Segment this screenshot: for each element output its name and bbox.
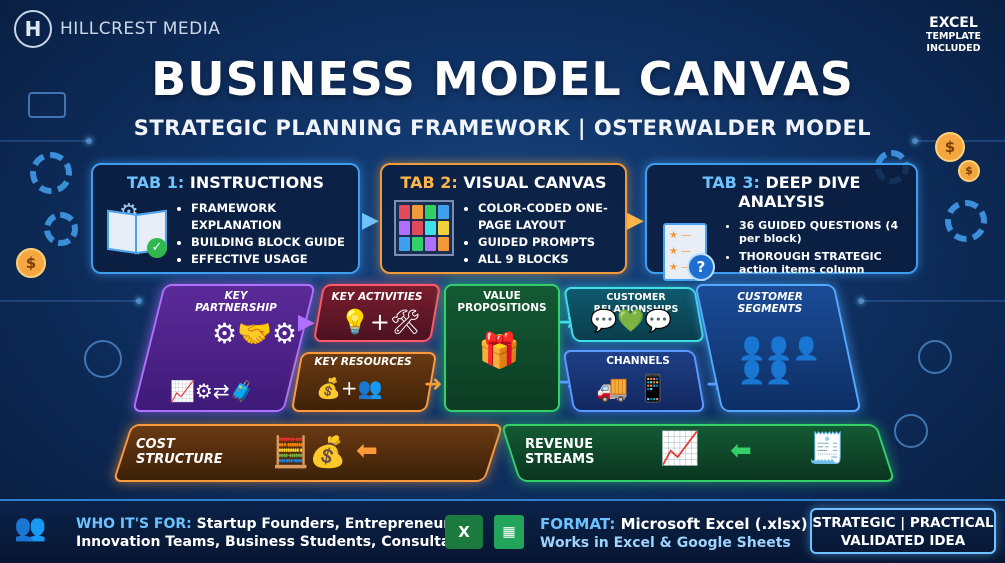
tab-title: VISUAL CANVAS [463, 173, 607, 192]
dollar-bill-icon [28, 92, 66, 118]
dollar-coin-icon: $ [935, 132, 965, 162]
arrow-right-icon: ▶ [362, 208, 379, 233]
tab-heading: TAB 1: INSTRUCTIONS [105, 173, 346, 192]
tab-prefix: TAB 3: [702, 173, 760, 192]
list-item: BUILDING BLOCK GUIDE [191, 234, 346, 251]
format-sub: Works in Excel & Google Sheets [540, 535, 791, 551]
people-group-icon: 👥 [14, 513, 47, 543]
tab-deep-dive-analysis: TAB 3: DEEP DIVE ANALYSIS ★ —★ —★ — ? 36… [645, 163, 918, 281]
tab-prefix: TAB 1: [126, 173, 185, 192]
circuit-line [0, 140, 90, 142]
excel-logo-icon: X [445, 515, 483, 549]
audience-text: WHO IT'S FOR: Startup Founders, Entrepre… [76, 515, 475, 551]
dollar-circle-icon [918, 340, 952, 374]
tab-title: DEEP DIVE ANALYSIS [738, 173, 861, 211]
stamp-line2: VALIDATED IDEA [840, 533, 966, 549]
excel-tag-line2: TEMPLATE [925, 31, 981, 42]
audience-label: WHO IT'S FOR: [76, 516, 192, 532]
tab-instructions: TAB 1: INSTRUCTIONS ⚙✓ FRAMEWORK EXPLANA… [91, 163, 360, 274]
tab-visual-canvas: TAB 2: VISUAL CANVAS COLOR-CODED ONE-PAG… [380, 163, 627, 274]
brand-name: HILLCREST MEDIA [60, 19, 221, 39]
block-label: COST STRUCTURE [136, 437, 223, 467]
excel-tag-line3: INCLUDED [926, 42, 981, 54]
tab-heading: TAB 2: VISUAL CANVAS [394, 173, 613, 192]
list-item: FRAMEWORK EXPLANATION [191, 200, 346, 234]
stamp-line1: STRATEGIC | PRACTICAL [812, 515, 994, 531]
calculator-moneybag-icon: 🧮💰 [272, 435, 347, 470]
tab-heading: TAB 3: DEEP DIVE ANALYSIS [659, 173, 904, 211]
list-item: ALL 9 BLOCKS [478, 251, 613, 268]
star-badge-icon [894, 414, 928, 448]
block-value-propositions [444, 284, 560, 412]
truck-phone-icon: 🚚 📱 [596, 374, 670, 404]
gear-icon [945, 200, 987, 242]
block-label: VALUE PROPOSITIONS [457, 290, 547, 314]
clipboard-question-icon: ★ —★ —★ — ? [659, 219, 715, 281]
google-sheets-icon: ▦ [494, 515, 524, 549]
color-grid-icon [394, 200, 454, 256]
lightbulb-tools-icon: 💡+🛠 [340, 308, 421, 336]
circuit-line [860, 300, 1005, 302]
arrow-right-icon: ▶ [627, 208, 644, 233]
arrow-right-icon: ▶ [298, 310, 315, 335]
dollar-coin-icon: $ [16, 248, 46, 278]
circuit-node [858, 298, 864, 304]
cash-register-icon: 🧾 [808, 431, 846, 466]
audience-line1: Startup Founders, Entrepreneurs, [196, 516, 464, 532]
growth-chart-icon: 📈 [660, 429, 700, 467]
circuit-node [912, 138, 918, 144]
book-gear-icon: ⚙✓ [105, 200, 167, 258]
tab-items: COLOR-CODED ONE-PAGE LAYOUT GUIDED PROMP… [464, 200, 613, 268]
user-avatar-icon [84, 340, 122, 378]
circuit-node [136, 298, 142, 304]
page-title: BUSINESS MODEL CANVAS [151, 52, 854, 106]
excel-template-tag: EXCEL TEMPLATE INCLUDED [926, 16, 981, 53]
arrow-right-icon: ➜ [424, 372, 443, 397]
list-item: GUIDED PROMPTS [478, 234, 613, 251]
user-network-icon: 👤👤👤👤👤 [738, 337, 821, 386]
block-label: CHANNELS [606, 355, 670, 367]
dollar-coin-icon: $ [958, 160, 980, 182]
brand-logo-icon: H [14, 10, 52, 48]
circuit-node [86, 138, 92, 144]
tab-items: FRAMEWORK EXPLANATION BUILDING BLOCK GUI… [177, 200, 346, 268]
excel-tag-line1: EXCEL [929, 15, 978, 31]
block-label: CUSTOMER RELATIONSHIPS [593, 292, 679, 315]
arrow-left-icon: ⬅ [730, 436, 752, 466]
gift-star-icon: 🎁 [478, 331, 521, 371]
block-label: REVENUE STREAMS [525, 437, 595, 467]
block-label: CUSTOMER SEGMENTS [737, 291, 803, 315]
gear-icon [44, 212, 78, 246]
chart-gear-swap-icon: 📈⚙⇄🧳 [170, 379, 255, 403]
list-item: COLOR-CODED ONE-PAGE LAYOUT [478, 200, 613, 234]
block-label: KEY RESOURCES [314, 356, 412, 368]
list-item: THOROUGH STRATEGIC action items column [739, 250, 904, 276]
list-item: EFFECTIVE USAGE [191, 251, 346, 268]
gear-icon [30, 152, 72, 194]
block-label: KEY ACTIVITIES [331, 291, 423, 303]
tab-items: 36 GUIDED QUESTIONS (4 per block) THOROU… [725, 219, 904, 281]
tab-title: INSTRUCTIONS [189, 173, 325, 192]
chat-heart-icon: 💬💚💬 [590, 309, 673, 334]
quality-stamp: STRATEGIC | PRACTICAL VALIDATED IDEA [810, 508, 996, 554]
list-item: 36 GUIDED QUESTIONS (4 per block) [739, 219, 904, 245]
arrow-left-icon: ⬅ [356, 436, 378, 466]
format-label: FORMAT: [540, 515, 616, 533]
tab-prefix: TAB 2: [400, 173, 458, 192]
format-text: FORMAT: Microsoft Excel (.xlsx) Works in… [540, 515, 808, 552]
circuit-line [0, 300, 140, 302]
page-subtitle: STRATEGIC PLANNING FRAMEWORK | OSTERWALD… [133, 116, 872, 140]
handshake-gears-icon: ⚙🤝⚙ [212, 317, 298, 350]
audience-line2: Innovation Teams, Business Students, Con… [76, 534, 476, 550]
brand: H HILLCREST MEDIA [14, 10, 220, 48]
block-label: KEY PARTNERSHIP [195, 290, 277, 314]
format-value: Microsoft Excel (.xlsx) [620, 515, 808, 533]
money-people-icon: 💰+👥 [316, 376, 383, 400]
